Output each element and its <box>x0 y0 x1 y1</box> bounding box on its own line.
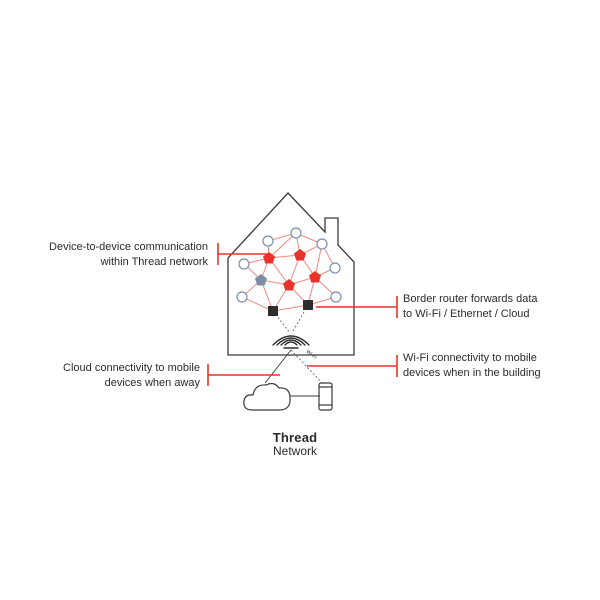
router-to-phone-link <box>290 349 325 386</box>
cloud-icon <box>243 382 291 411</box>
end-device-node <box>236 291 248 303</box>
border-routers <box>268 300 313 316</box>
callout-brackets <box>207 243 398 386</box>
end-devices <box>236 227 342 303</box>
wifi-label: Wi-Fi <box>305 349 318 361</box>
end-device-node <box>238 258 250 270</box>
callout-cloud-connectivity: Cloud connectivity to mobile devices whe… <box>0 361 200 391</box>
callout-line: within Thread network <box>100 256 208 268</box>
callout-line: devices when in the building <box>403 367 541 379</box>
diagram-subtitle: Network <box>272 444 317 458</box>
callout-device-to-device: Device-to-device communication within Th… <box>0 240 208 270</box>
callout-line: Device-to-device communication <box>49 241 208 253</box>
router-node-pentagon <box>283 279 295 291</box>
callout-line: Cloud connectivity to mobile <box>63 362 200 374</box>
border-router-square <box>303 300 313 310</box>
end-device-node <box>262 235 274 247</box>
callout-border-router: Border router forwards data to Wi-Fi / E… <box>403 292 538 322</box>
gray-node-pentagon <box>255 274 267 286</box>
router-node-pentagon <box>294 249 306 261</box>
end-device-node <box>329 262 341 274</box>
router-node-pentagon <box>309 271 321 283</box>
phone-icon <box>318 382 333 411</box>
callout-line: Border router forwards data <box>403 293 538 305</box>
router-node-pentagon <box>263 252 275 264</box>
end-device-node <box>330 291 342 303</box>
border-router-square <box>268 306 278 316</box>
router-nodes <box>255 249 321 291</box>
callout-line: Wi-Fi connectivity to mobile <box>403 352 537 364</box>
house-outline <box>227 192 355 356</box>
callout-line: devices when away <box>104 377 200 389</box>
wifi-router-icon <box>272 335 310 349</box>
diagram-title: Thread <box>272 430 318 445</box>
router-links <box>272 304 309 334</box>
end-device-node <box>316 238 328 250</box>
end-device-node <box>290 227 302 239</box>
router-to-cloud-link <box>264 349 292 384</box>
callout-wifi-connectivity: Wi-Fi connectivity to mobile devices whe… <box>403 351 541 381</box>
callout-line: to Wi-Fi / Ethernet / Cloud <box>403 308 530 320</box>
